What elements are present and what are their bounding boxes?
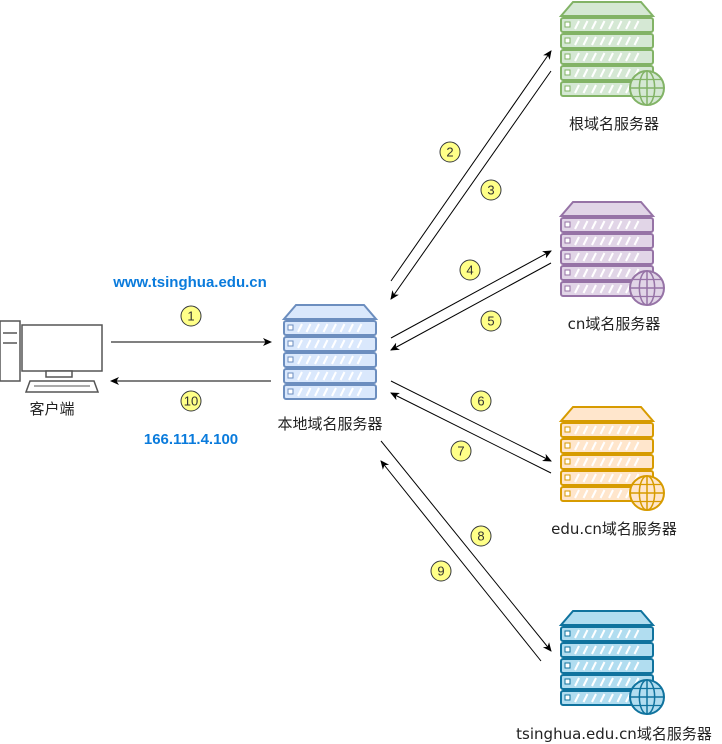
step-badge-5: 5 — [480, 310, 502, 332]
globe-icon — [629, 270, 665, 306]
globe-icon — [629, 679, 665, 715]
step-number: 4 — [466, 263, 473, 278]
step-badge-2: 2 — [439, 141, 461, 163]
step-number: 5 — [487, 314, 494, 329]
educn-server-icon — [558, 406, 665, 511]
tsinghua-server-icon — [558, 610, 665, 715]
step-badge-10: 10 — [180, 390, 202, 412]
query-domain-text: www.tsinghua.edu.cn — [112, 274, 267, 291]
cn-server-icon — [558, 201, 665, 306]
step-number: 6 — [477, 394, 484, 409]
educn-server-label: edu.cn域名服务器 — [551, 520, 677, 538]
arrow-step-7 — [390, 392, 552, 474]
root-server-icon — [558, 1, 665, 106]
step-number: 10 — [184, 394, 198, 409]
arrow-step-6 — [390, 380, 552, 462]
local-server-icon — [281, 304, 379, 400]
local-server-label: 本地域名服务器 — [277, 415, 382, 433]
tsinghua-server-label: tsinghua.edu.cn域名服务器 — [516, 725, 712, 743]
step-badge-1: 1 — [180, 305, 202, 327]
step-badge-3: 3 — [480, 179, 502, 201]
step-number: 2 — [446, 145, 453, 160]
globe-icon — [629, 70, 665, 106]
arrow-step-8 — [380, 440, 552, 652]
step-badge-9: 9 — [430, 560, 452, 582]
answer-ip-text: 166.111.4.100 — [144, 431, 238, 448]
arrow-step-4 — [390, 250, 552, 339]
arrow-step-9 — [380, 460, 542, 662]
step-number: 1 — [187, 309, 194, 324]
step-badge-6: 6 — [470, 390, 492, 412]
arrow-step-5 — [390, 262, 552, 351]
step-badge-4: 4 — [459, 259, 481, 281]
root-server-label: 根域名服务器 — [569, 115, 659, 133]
step-badge-8: 8 — [470, 525, 492, 547]
step-number: 8 — [477, 529, 484, 544]
cn-server-label: cn域名服务器 — [568, 315, 661, 333]
step-number: 3 — [487, 183, 494, 198]
step-number: 9 — [437, 564, 444, 579]
arrow-step-2 — [390, 50, 552, 282]
client-label: 客户端 — [29, 400, 74, 418]
step-badge-7: 7 — [450, 440, 472, 462]
arrow-step-3 — [390, 70, 552, 300]
step-number: 7 — [457, 444, 464, 459]
client-computer-icon — [0, 320, 103, 393]
globe-icon — [629, 475, 665, 511]
